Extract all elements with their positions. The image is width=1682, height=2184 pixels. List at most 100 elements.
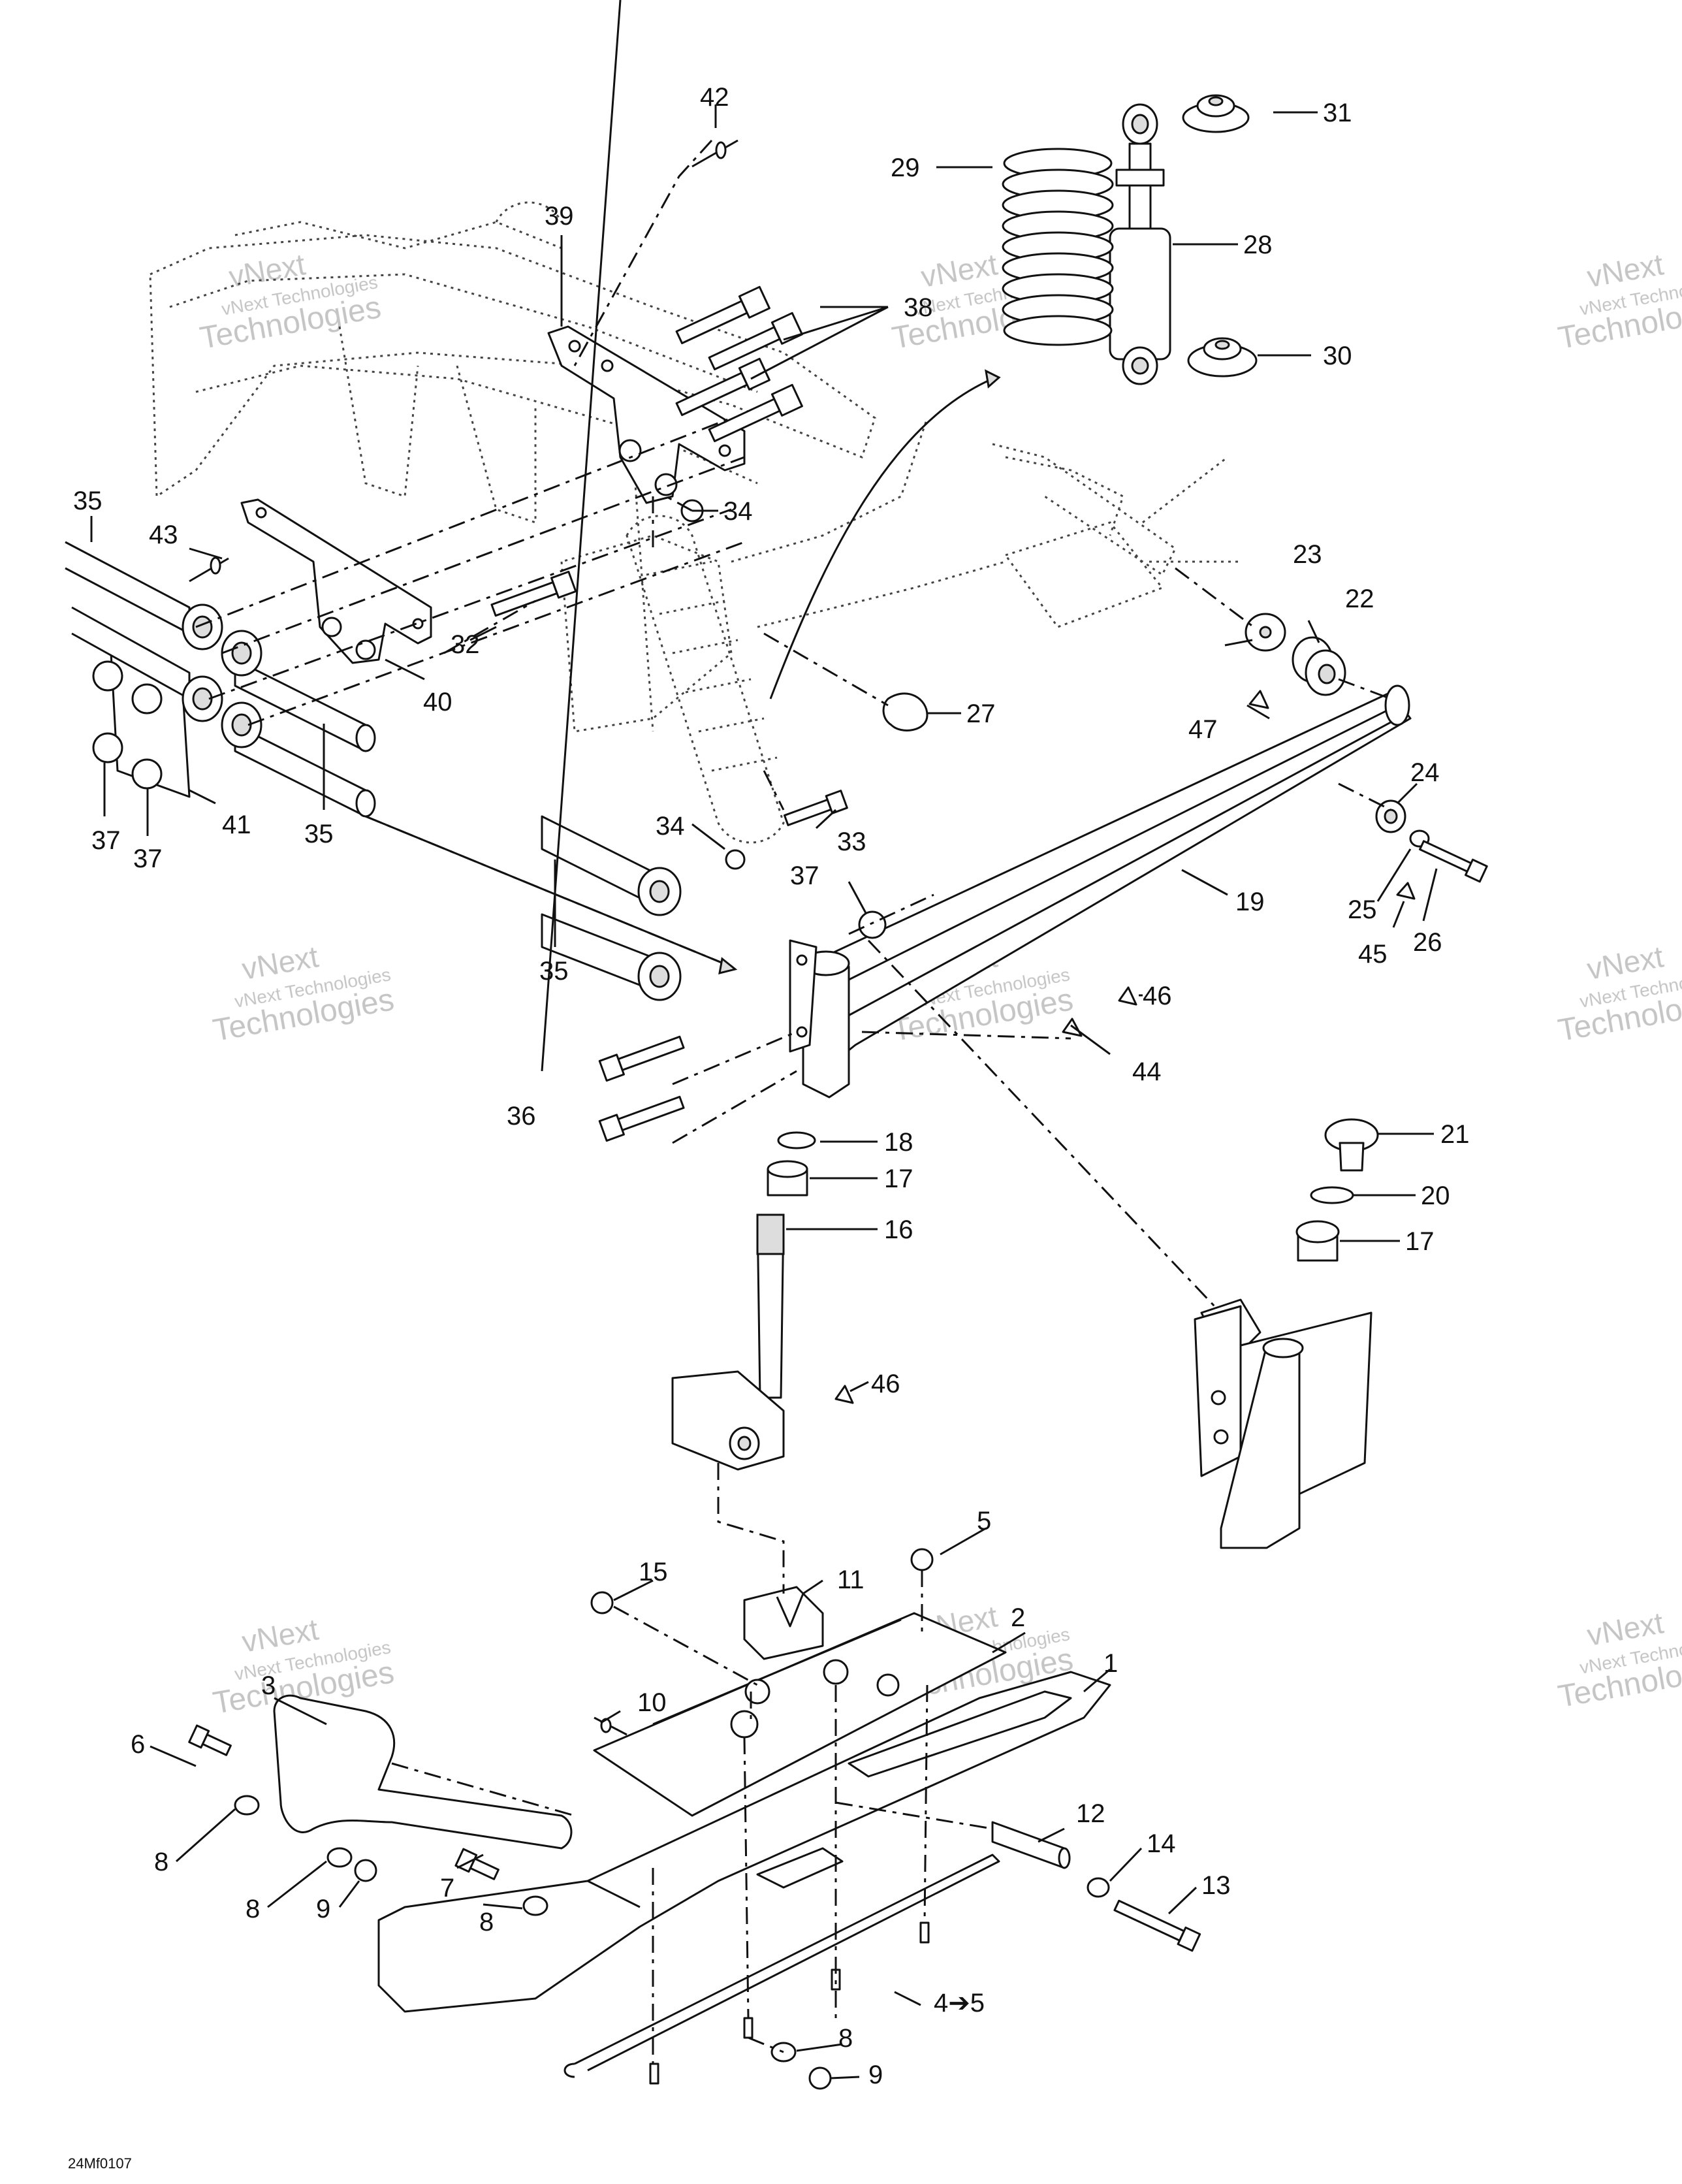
- callout-38: 38: [904, 293, 933, 322]
- part-21-cap: [1324, 1118, 1379, 1172]
- part-5-nut: [910, 1548, 934, 1571]
- bushing-2: [221, 630, 262, 677]
- callout-31: 31: [1323, 99, 1352, 127]
- callout-2: 2: [1011, 1603, 1025, 1632]
- callout-35-top: 35: [73, 487, 103, 515]
- callout-17-right: 17: [1405, 1227, 1435, 1256]
- callout-35-lower: 35: [539, 957, 569, 986]
- callout-29: 29: [891, 153, 920, 182]
- part-14-washer: [1087, 1877, 1110, 1898]
- part-20-snap-ring: [1310, 1186, 1354, 1204]
- part-2-ski-leg: [593, 1612, 1007, 1817]
- part-27-cap: [882, 692, 928, 731]
- part-32-bolt: [490, 570, 577, 617]
- callout-40: 40: [423, 688, 452, 716]
- part-40-bracket: [240, 498, 432, 664]
- callout-12: 12: [1076, 1799, 1105, 1828]
- part-46-grease-fitting-lower: [834, 1385, 854, 1404]
- callout-30: 30: [1323, 342, 1352, 370]
- watermark-mid-right: vNext vNext Technologies Technologies: [1555, 939, 1682, 1048]
- callout-21: 21: [1440, 1120, 1470, 1149]
- part-4-wear-bar: [563, 1854, 1000, 2078]
- watermark-mid-left: vNext vNext Technologies Technologies: [210, 939, 396, 1048]
- callout-37-left-a: 37: [91, 826, 121, 855]
- callout-45: 45: [1358, 940, 1388, 969]
- callout-15: 15: [639, 1558, 668, 1586]
- callout-14: 14: [1147, 1829, 1176, 1858]
- callout-37-arm: 37: [790, 861, 819, 890]
- part-39-upper-bracket: [547, 325, 746, 504]
- part-36-bolt-lower: [598, 1095, 685, 1142]
- callout-26: 26: [1413, 928, 1442, 957]
- part-18-snap-ring: [777, 1131, 816, 1149]
- callout-39: 39: [545, 202, 574, 231]
- pointer-arrows: [365, 369, 1001, 975]
- part-12-spacer-tube: [991, 1821, 1071, 1869]
- callout-36: 36: [507, 1102, 536, 1131]
- watermark-top-left: vNext vNext Technologies Technologies: [197, 247, 383, 356]
- part-46-grease-fitting-upper: [1118, 986, 1137, 1006]
- part-10-rivet: [594, 1716, 627, 1736]
- tube-left-1: [234, 658, 376, 752]
- part-6-bolt: [188, 1724, 232, 1756]
- part-42-rivet: [691, 139, 738, 168]
- part-26-bolt: [1419, 840, 1488, 883]
- callout-37-left-b: 37: [133, 844, 163, 873]
- arm-pivot-tube: [789, 939, 850, 1099]
- part-45-grease-fitting: [1396, 882, 1416, 900]
- callout-27: 27: [966, 699, 996, 728]
- figure-code: 24Mf0107: [68, 2155, 132, 2172]
- callout-23: 23: [1293, 540, 1322, 569]
- part-22-bushing: [1292, 636, 1346, 696]
- part-47-grease-fitting: [1248, 690, 1269, 709]
- callout-46-upper: 46: [1143, 982, 1172, 1010]
- callout-17-left: 17: [884, 1164, 913, 1193]
- callout-47: 47: [1188, 715, 1218, 744]
- callout-28: 28: [1243, 231, 1273, 259]
- callout-33: 33: [837, 827, 866, 856]
- part-38-bolts: [675, 285, 803, 443]
- part-13-bolt: [1113, 1899, 1201, 1952]
- callout-8-c: 8: [479, 1908, 494, 1936]
- callout-16: 16: [884, 1215, 913, 1244]
- callout-9-b: 9: [868, 2061, 883, 2089]
- part-8-washer-a: [234, 1795, 260, 1816]
- part-24-link-end: [1375, 799, 1406, 833]
- spindle-housing-right: [1194, 1298, 1373, 1549]
- callout-34-upper: 34: [723, 497, 753, 526]
- part-11-rubber-stopper: [743, 1586, 824, 1660]
- shock-boot-dotted: [626, 515, 785, 844]
- callout-42: 42: [700, 83, 729, 112]
- watermark-low-right: vNext vNext Technologies Technologies: [1555, 1605, 1682, 1714]
- callout-6: 6: [131, 1730, 145, 1759]
- part-35-lower-tubes: [541, 815, 682, 1001]
- part-37-nut-arm: [858, 910, 887, 939]
- callout-22: 22: [1345, 585, 1374, 613]
- callout-20: 20: [1421, 1181, 1450, 1210]
- bushing-1: [182, 603, 223, 650]
- arm-end-spline: [1384, 684, 1410, 726]
- callout-34-lower: 34: [656, 812, 685, 841]
- part-31-upper-cup: [1182, 94, 1250, 133]
- part-33-bolt: [783, 790, 848, 826]
- part-43-rivet: [189, 556, 229, 583]
- assembly-lines: [195, 139, 1391, 2064]
- part-36-bolt-upper: [598, 1035, 685, 1082]
- part-34-nut-lower: [725, 849, 746, 870]
- callout-10: 10: [637, 1688, 667, 1717]
- part-8-washer-b: [326, 1847, 353, 1868]
- part-19-trailing-arm: [789, 684, 1412, 1099]
- part-29-coil-spring: [1002, 148, 1114, 346]
- callout-7: 7: [440, 1874, 454, 1903]
- callout-43: 43: [149, 521, 178, 549]
- callout-11: 11: [837, 1566, 865, 1594]
- part-15-nut: [590, 1591, 614, 1614]
- part-9-nut-b: [808, 2066, 832, 2090]
- callout-18: 18: [884, 1128, 913, 1157]
- callout-labels: 42 31 29 39 28 38 30 35 34 43 23 22 32 4…: [73, 83, 1470, 2089]
- bushing-4: [221, 701, 262, 748]
- callout-24: 24: [1410, 758, 1440, 787]
- part-16-spindle: [671, 1213, 785, 1471]
- callout-13: 13: [1201, 1871, 1231, 1900]
